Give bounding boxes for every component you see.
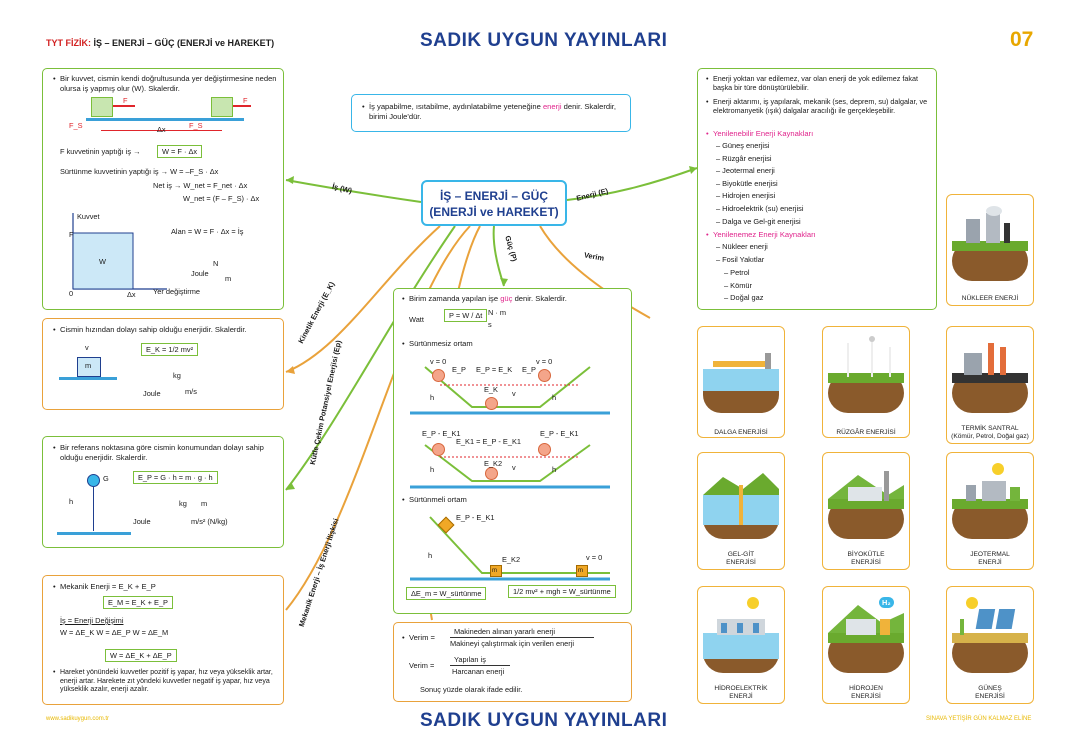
tile-wind: RÜZGÂR ENERJİSİ: [822, 326, 910, 438]
footer-slogan: SINAVA YETİŞİR GÜN KALMAZ ELİNE: [926, 716, 1032, 722]
frictionless-track-2: [410, 444, 610, 489]
list-item: – Hidrojen enerjisi: [716, 191, 776, 201]
energy-definition-box: İş yapabilme, ısıtabilme, aydınlatabilme…: [351, 94, 631, 132]
formula-work: W = F · Δx: [157, 145, 203, 158]
formula-potential: E_P = G · h = m · g · h: [133, 471, 218, 484]
efficiency-box: Verim = Makineden alınan yararlı enerji …: [393, 622, 632, 702]
page-number: 07: [1010, 28, 1034, 51]
list-item: – Fosil Yakıtlar: [716, 254, 765, 264]
kinetic-energy-box: Cismin hızından dolayı sahip olduğu ener…: [42, 318, 284, 410]
block-start: [91, 97, 113, 117]
tile-hydrogen: H₂ HİDROJEN ENERJİSİ: [822, 586, 910, 704]
frictionless-track: [410, 366, 610, 415]
list-item: – Biyokütle enerjisi: [716, 178, 778, 188]
force-displacement-graph: [72, 213, 167, 290]
list-item: – Rüzgâr enerjisi: [716, 153, 772, 163]
mechanical-energy-box: Mekanik Enerji = E_K + E_P E_M = E_K + E…: [42, 575, 284, 705]
list-item: – Jeotermal enerji: [716, 166, 775, 176]
list-item: – Kömür: [724, 280, 752, 290]
work-box: Bir kuvvet, cismin kendi doğrultusunda y…: [42, 68, 284, 310]
header-brand: SADIK UYGUN YAYINLARI: [420, 30, 668, 51]
header-topic: TYT FİZİK: İŞ – ENERJİ – GÜÇ (ENERJİ ve …: [46, 38, 275, 48]
list-item: – Güneş enerjisi: [716, 141, 770, 150]
footer-brand: SADIK UYGUN YAYINLARI: [420, 710, 668, 731]
potential-energy-box: Bir referans noktasına göre cismin konum…: [42, 436, 284, 548]
formula-power: P = W / Δt: [444, 309, 488, 322]
list-item: – Hidroelektrik (su) enerjisi: [716, 204, 804, 213]
tile-wave: DALGA ENERJİSİ: [697, 326, 785, 438]
list-item: – Petrol: [724, 268, 750, 277]
list-item: – Dalga ve Gel-git enerjisi: [716, 216, 801, 226]
friction-track: [410, 516, 610, 581]
mindmap-center: İŞ – ENERJİ – GÜÇ (ENERJİ ve HAREKET): [421, 180, 567, 226]
power-box: Birim zamanda yapılan işe güç denir. Ska…: [393, 288, 632, 614]
formula-mechanical: E_M = E_K + E_P: [103, 596, 173, 609]
tile-biomass: BİYOKÜTLE ENERJİSİ: [822, 452, 910, 570]
block-end: [211, 97, 233, 117]
tile-geothermal: JEOTERMAL ENERJİ: [946, 452, 1034, 570]
footer-website[interactable]: www.sadikuygun.com.tr: [46, 716, 110, 722]
formula-friction-energy: 1/2 mv² + mgh = W_sürtünme: [508, 585, 616, 598]
tile-solar: GÜNEŞ ENERJİSİ: [946, 586, 1034, 704]
list-item: – Doğal gaz: [724, 293, 764, 303]
tile-hydroelectric: HİDROELEKTRİK ENERJİ: [697, 586, 785, 704]
tile-tidal: GEL-GİT ENERJİSİ: [697, 452, 785, 570]
tile-nuclear: NÜKLEER ENERJİ: [946, 194, 1034, 306]
formula-kinetic: E_K = 1/2 mv²: [141, 343, 199, 356]
list-item: – Nükleer enerji: [716, 242, 768, 251]
energy-info-box: Enerji yoktan var edilemez, var olan ene…: [697, 68, 937, 310]
tile-thermal: TERMİK SANTRAL (Kömür, Petrol, Doğal gaz…: [946, 326, 1034, 444]
formula-delta-em: ΔE_m = W_sürtünme: [406, 587, 487, 600]
